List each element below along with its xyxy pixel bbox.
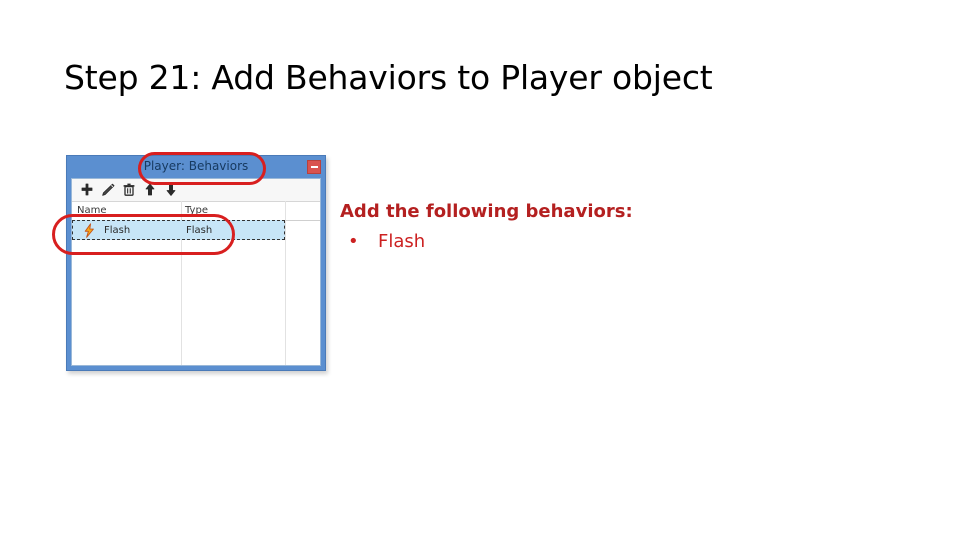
bullet-icon: • bbox=[348, 231, 359, 252]
arrow-down-icon[interactable] bbox=[162, 182, 180, 198]
dialog-toolbar bbox=[72, 179, 320, 202]
column-header-type[interactable]: Type bbox=[185, 205, 208, 216]
column-header-name[interactable]: Name bbox=[77, 205, 107, 216]
dialog-body: Name Type Flash Flash bbox=[71, 178, 321, 366]
lightning-bolt-icon bbox=[82, 223, 97, 238]
table-row[interactable]: Flash Flash bbox=[72, 220, 285, 240]
arrow-up-icon[interactable] bbox=[141, 182, 159, 198]
instructions-block: Add the following behaviors: • Flash bbox=[340, 200, 720, 254]
dialog-titlebar[interactable]: Player: Behaviors bbox=[67, 156, 325, 178]
list-item: • Flash bbox=[340, 230, 720, 254]
instructions-list: • Flash bbox=[340, 230, 720, 254]
instructions-heading: Add the following behaviors: bbox=[340, 201, 633, 222]
column-divider bbox=[285, 201, 286, 365]
behaviors-dialog: Player: Behaviors bbox=[66, 155, 326, 371]
page-title: Step 21: Add Behaviors to Player object bbox=[64, 58, 713, 97]
dialog-minimize-icon[interactable] bbox=[307, 160, 321, 174]
behavior-name: Flash bbox=[104, 225, 131, 236]
pencil-icon[interactable] bbox=[99, 182, 117, 198]
behavior-type: Flash bbox=[186, 225, 213, 236]
trash-icon[interactable] bbox=[120, 182, 138, 198]
dialog-title: Player: Behaviors bbox=[143, 159, 249, 173]
list-item-label: Flash bbox=[378, 231, 426, 252]
column-divider bbox=[181, 201, 182, 365]
list-column-headers: Name Type bbox=[72, 202, 320, 221]
plus-icon[interactable] bbox=[78, 182, 96, 198]
minimize-bar-glyph bbox=[311, 166, 318, 168]
